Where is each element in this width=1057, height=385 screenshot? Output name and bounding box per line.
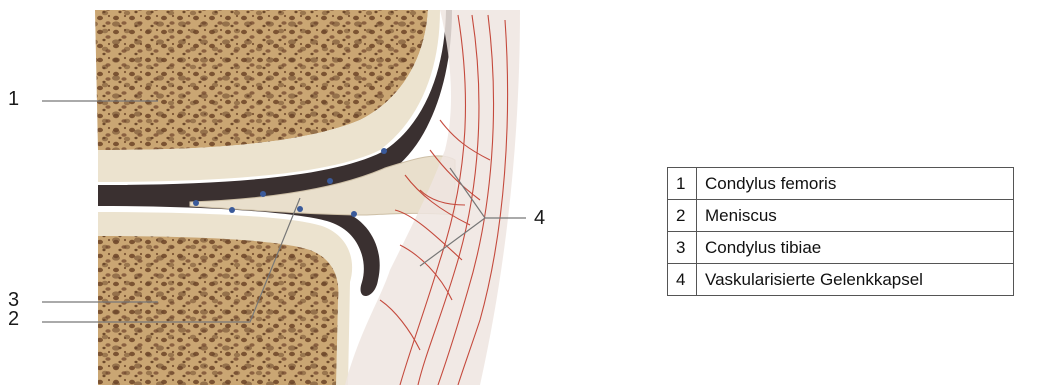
legend-label: Vaskularisierte Gelenkkapsel [697, 264, 1014, 296]
legend-row: 1 Condylus femoris [668, 168, 1014, 200]
legend-number: 4 [668, 264, 697, 296]
callout-4: 4 [534, 208, 545, 228]
legend-number: 3 [668, 232, 697, 264]
legend-label: Meniscus [697, 200, 1014, 232]
legend-row: 4 Vaskularisierte Gelenkkapsel [668, 264, 1014, 296]
tibial-condyle [98, 212, 352, 385]
legend-table: 1 Condylus femoris 2 Meniscus 3 Condylus… [667, 167, 1014, 296]
legend-label: Condylus tibiae [697, 232, 1014, 264]
callout-1: 1 [8, 89, 19, 109]
legend-row: 3 Condylus tibiae [668, 232, 1014, 264]
legend-label: Condylus femoris [697, 168, 1014, 200]
callout-3: 3 [8, 290, 19, 310]
callout-2: 2 [8, 309, 19, 329]
legend-row: 2 Meniscus [668, 200, 1014, 232]
legend-number: 2 [668, 200, 697, 232]
legend-number: 1 [668, 168, 697, 200]
